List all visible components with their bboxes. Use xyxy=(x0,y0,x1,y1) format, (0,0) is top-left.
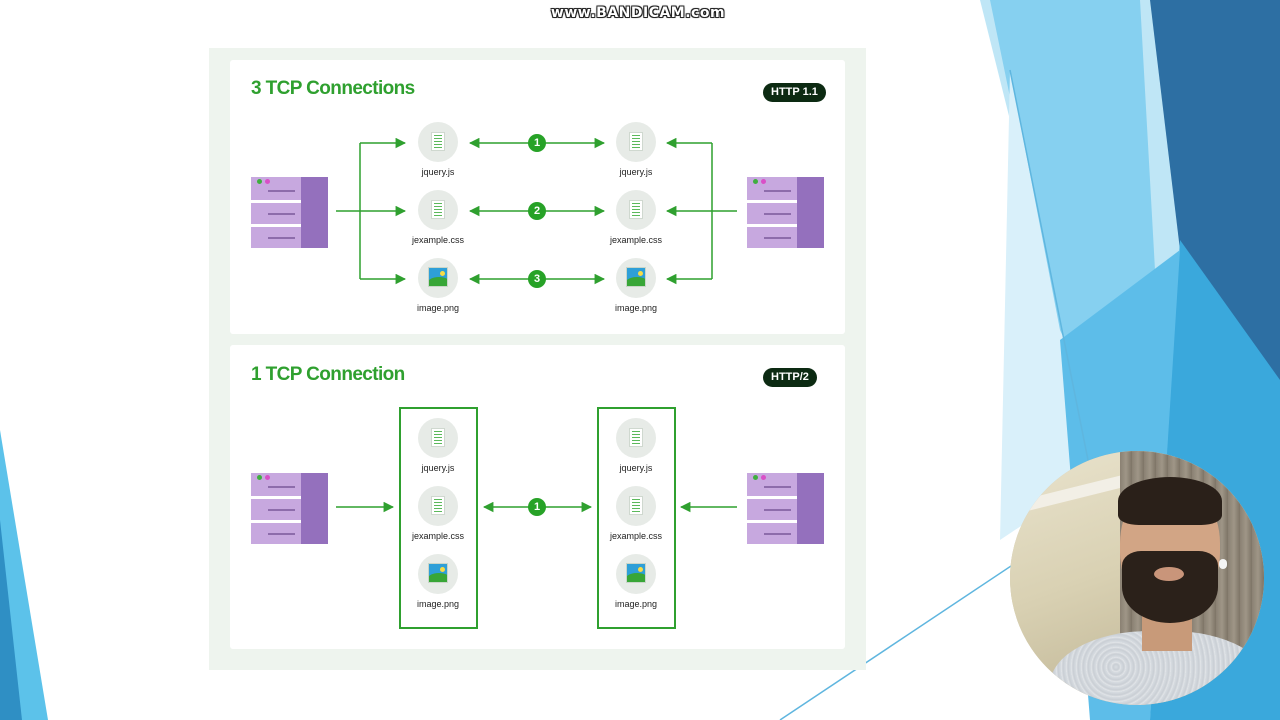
http1-title: 3 TCP Connections xyxy=(251,78,415,99)
http1-badge: HTTP 1.1 xyxy=(763,83,826,102)
document-icon xyxy=(616,486,656,526)
http1-server-file-jquery: jquery.js xyxy=(591,122,681,177)
http2-client-file-image: image.png xyxy=(393,554,483,609)
image-icon xyxy=(418,258,458,298)
http2-server-file-image: image.png xyxy=(591,554,681,609)
client-stream-box xyxy=(399,407,478,629)
client-server-icon xyxy=(251,177,328,248)
client-server-icon xyxy=(251,473,328,544)
http2-badge: HTTP/2 xyxy=(763,368,817,387)
webcam-overlay xyxy=(1010,451,1264,705)
document-icon xyxy=(616,190,656,230)
bandicam-watermark: www.BANDICAM.com xyxy=(550,5,726,21)
connection-number: 3 xyxy=(528,270,546,288)
document-icon xyxy=(616,122,656,162)
document-icon xyxy=(418,190,458,230)
document-icon xyxy=(418,122,458,162)
http1-client-file-jquery: jquery.js xyxy=(393,122,483,177)
http2-title: 1 TCP Connection xyxy=(251,364,405,385)
document-icon xyxy=(418,486,458,526)
server-stream-box xyxy=(597,407,676,629)
http2-client-file-css: jexample.css xyxy=(393,486,483,541)
image-icon xyxy=(418,554,458,594)
http1-client-file-image: image.png xyxy=(393,258,483,313)
http1-client-file-css: jexample.css xyxy=(393,190,483,245)
connection-number: 1 xyxy=(528,134,546,152)
http2-server-file-jquery: jquery.js xyxy=(591,418,681,473)
connection-number: 2 xyxy=(528,202,546,220)
connection-number: 1 xyxy=(528,498,546,516)
document-icon xyxy=(616,418,656,458)
remote-server-icon xyxy=(747,473,824,544)
http1-panel xyxy=(230,60,845,334)
document-icon xyxy=(418,418,458,458)
http1-server-file-css: jexample.css xyxy=(591,190,681,245)
http2-panel xyxy=(230,345,845,649)
http2-server-file-css: jexample.css xyxy=(591,486,681,541)
remote-server-icon xyxy=(747,177,824,248)
image-icon xyxy=(616,258,656,298)
http1-server-file-image: image.png xyxy=(591,258,681,313)
http2-client-file-jquery: jquery.js xyxy=(393,418,483,473)
image-icon xyxy=(616,554,656,594)
